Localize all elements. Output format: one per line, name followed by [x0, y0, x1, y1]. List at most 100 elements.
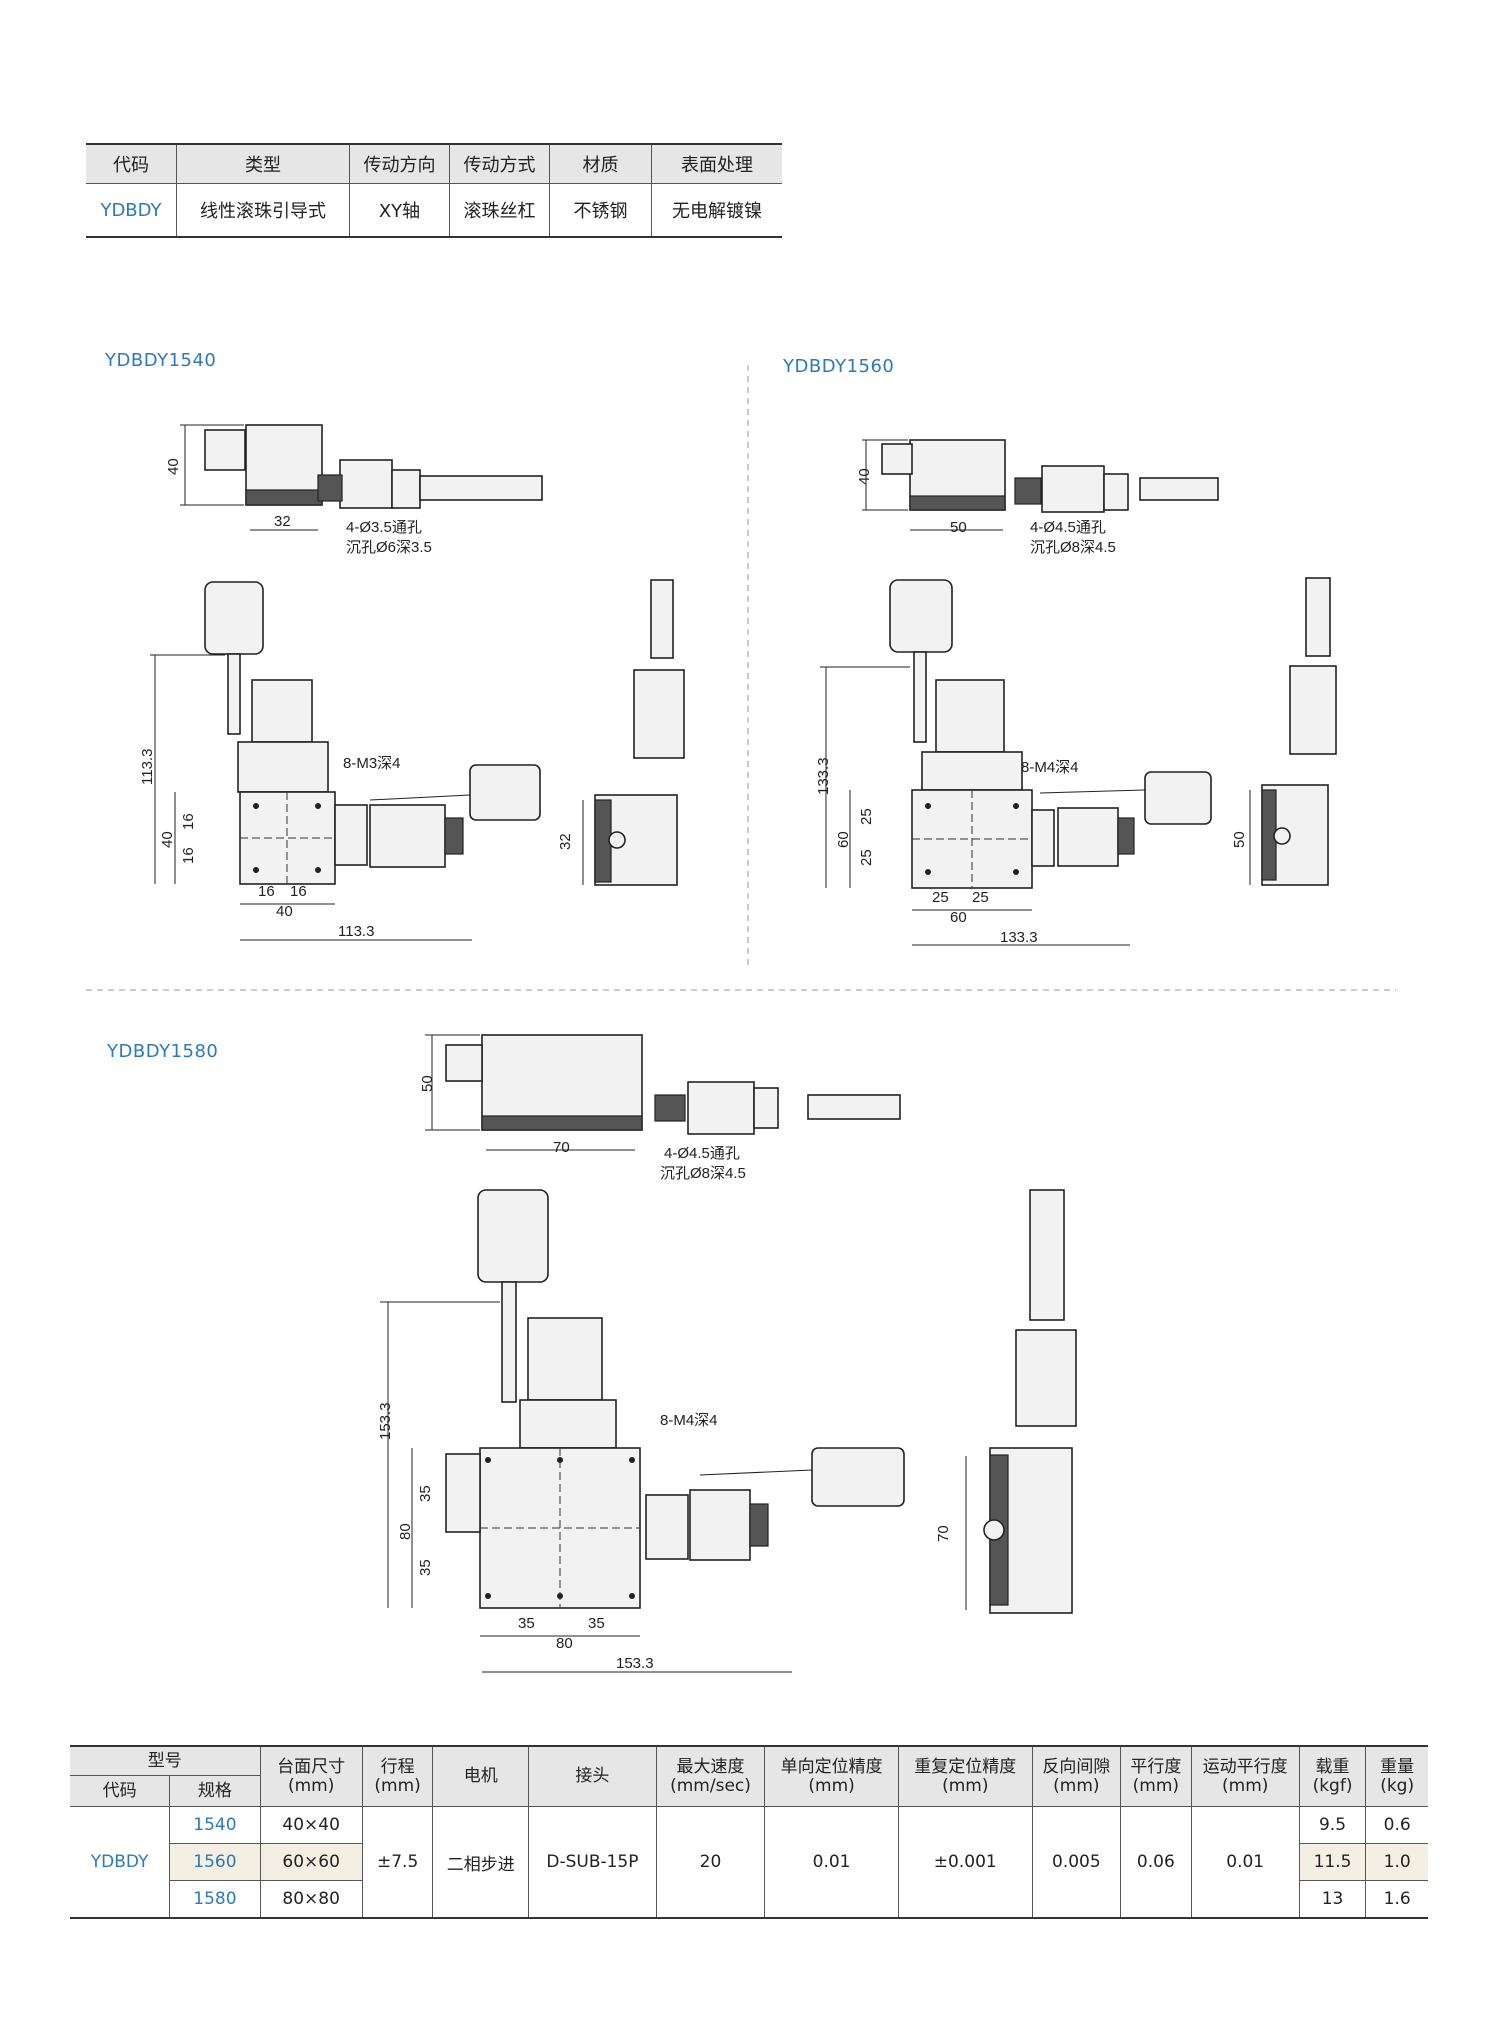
cell-max-speed: 20 [655, 1806, 766, 1919]
hole-note-2-1580: 沉孔Ø8深4.5 [660, 1165, 746, 1182]
header-model-group: 型号 [70, 1745, 261, 1776]
cell-spec-1560: 1560 [169, 1843, 261, 1881]
right-height-1560: 50 [1231, 831, 1248, 848]
property-table: 代码 类型 传动方向 传动方式 材质 表面处理 YDBDY 线性滚珠引导式 XY… [86, 143, 782, 238]
side-height-1540: 40 [165, 458, 182, 475]
header-finish: 表面处理 [651, 144, 782, 184]
hole-note-1-1580: 4-Ø4.5通孔 [664, 1145, 740, 1162]
cell-direction: XY轴 [349, 183, 450, 237]
overall-width-1580: 153.3 [616, 1655, 654, 1672]
cell-finish: 无电解镀镍 [672, 201, 762, 222]
header-stroke: 行程 (mm) [361, 1745, 434, 1807]
cell-motor: 二相步进 [432, 1806, 530, 1919]
header-table-size: 台面尺寸 (mm) [259, 1745, 363, 1807]
cell-drive: 滚珠丝杠 [449, 183, 550, 237]
drawing-1560: 40 50 4-Ø4.5通孔 沉孔Ø8深4.5 8-M4深4 133.3 [815, 439, 1337, 946]
header-connector: 接头 [528, 1745, 657, 1807]
cell-motion-parallelism: 0.01 [1190, 1806, 1300, 1919]
header-backlash: 反向间隙 (mm) [1031, 1745, 1122, 1807]
cell-spec-1540: 1540 [169, 1806, 261, 1844]
header-motor: 电机 [432, 1745, 530, 1807]
table-height-1580: 80 [397, 1523, 414, 1540]
overall-width-1540: 113.3 [338, 923, 374, 940]
technical-drawings: 40 32 4-Ø3.5通孔 沉孔Ø6深3.5 8-M3深4 113.3 [86, 365, 1396, 1673]
header-parallelism: 平行度 (mm) [1120, 1745, 1192, 1807]
hole-note-1-1560: 4-Ø4.5通孔 [1030, 519, 1106, 536]
right-height-1580: 70 [935, 1525, 952, 1542]
cell-weight-1580: 1.6 [1365, 1880, 1428, 1919]
half-a-1540: 16 [180, 813, 197, 830]
table-height-1540: 40 [159, 831, 176, 848]
spec-table: 型号 台面尺寸 (mm) 行程 (mm) 电机 接头 最大速度 (mm/sec)… [70, 1745, 1428, 1919]
half-b-1560: 25 [858, 849, 875, 866]
table-row: 1560 60×60 11.5 1.0 [70, 1843, 1428, 1881]
model-label-1580: YDBDY1580 [107, 1041, 219, 1062]
side-height-1580: 50 [419, 1075, 436, 1092]
table-height-1560: 60 [835, 831, 852, 848]
cell-load-1560: 11.5 [1298, 1843, 1367, 1881]
overall-height-1560: 133.3 [815, 757, 832, 795]
half-a-1580: 35 [417, 1485, 434, 1502]
cell-code: YDBDY [86, 183, 177, 237]
cell-size-1540: 40×40 [259, 1806, 363, 1844]
side-width-1580: 70 [553, 1139, 570, 1156]
bottom-b-1580: 35 [588, 1615, 605, 1632]
bottom-b-1560: 25 [972, 889, 989, 906]
header-motion-parallelism: 运动平行度 (mm) [1190, 1745, 1300, 1807]
overall-width-1560: 133.3 [1000, 929, 1038, 946]
header-material: 材质 [549, 144, 652, 184]
cell-weight-1560: 1.0 [1365, 1843, 1428, 1881]
header-repeat: 重复定位精度 (mm) [897, 1745, 1033, 1807]
side-height-1560: 40 [856, 468, 873, 485]
cell-one-way: 0.01 [764, 1806, 899, 1919]
bottom-total-1580: 80 [556, 1635, 573, 1652]
cell-repeat: ±0.001 [897, 1806, 1033, 1919]
header-drive: 传动方式 [449, 144, 550, 184]
half-b-1580: 35 [417, 1559, 434, 1576]
cell-size-1560: 60×60 [259, 1843, 363, 1881]
cell-parallelism: 0.06 [1120, 1806, 1192, 1919]
cell-material: 不锈钢 [549, 183, 652, 237]
cell-load-1580: 13 [1298, 1880, 1367, 1919]
bottom-total-1560: 60 [950, 909, 967, 926]
header-type: 类型 [176, 144, 350, 184]
tap-note-1580: 8-M4深4 [660, 1412, 718, 1429]
table-row: 1580 80×80 13 1.6 [70, 1880, 1428, 1919]
hole-note-2-1540: 沉孔Ø6深3.5 [346, 539, 432, 556]
header-direction: 传动方向 [349, 144, 450, 184]
tap-note-1540: 8-M3深4 [343, 755, 401, 772]
bottom-b-1540: 16 [290, 883, 307, 900]
bottom-a-1560: 25 [932, 889, 949, 906]
cell-load-1540: 9.5 [1298, 1806, 1367, 1844]
header-one-way: 单向定位精度 (mm) [764, 1745, 899, 1807]
hole-note-2-1560: 沉孔Ø8深4.5 [1030, 539, 1116, 556]
model-label-1560: YDBDY1560 [783, 356, 895, 377]
cell-spec-1580: 1580 [169, 1880, 261, 1919]
model-label-1540: YDBDY1540 [105, 350, 217, 371]
half-a-1560: 25 [858, 808, 875, 825]
header-code: 代码 [86, 144, 177, 184]
half-b-1540: 16 [180, 847, 197, 864]
overall-height-1540: 113.3 [139, 749, 156, 785]
bottom-a-1540: 16 [258, 883, 275, 900]
drawing-1580: 50 70 4-Ø4.5通孔 沉孔Ø8深4.5 8-M4深4 153.3 [377, 1034, 1077, 1673]
cell-stroke: ±7.5 [361, 1806, 434, 1919]
right-height-1540: 32 [557, 833, 574, 850]
cell-code: YDBDY [70, 1806, 171, 1919]
header-spec: 规格 [169, 1775, 261, 1807]
header-max-speed: 最大速度 (mm/sec) [655, 1745, 766, 1807]
side-width-1560: 50 [950, 519, 967, 536]
tap-note-1560: 8-M4深4 [1021, 759, 1079, 776]
header-load: 载重 (kgf) [1298, 1745, 1367, 1807]
drawing-1540: 40 32 4-Ø3.5通孔 沉孔Ø6深3.5 8-M3深4 113.3 [139, 424, 685, 941]
cell-weight-1540: 0.6 [1365, 1806, 1428, 1844]
cell-size-1580: 80×80 [259, 1880, 363, 1919]
hole-note-1-1540: 4-Ø3.5通孔 [346, 519, 422, 536]
bottom-a-1580: 35 [518, 1615, 535, 1632]
header-code: 代码 [70, 1775, 171, 1807]
bottom-total-1540: 40 [276, 903, 293, 920]
cell-type: 线性滚珠引导式 [176, 183, 350, 237]
cell-connector: D-SUB-15P [528, 1806, 657, 1919]
cell-backlash: 0.005 [1031, 1806, 1122, 1919]
